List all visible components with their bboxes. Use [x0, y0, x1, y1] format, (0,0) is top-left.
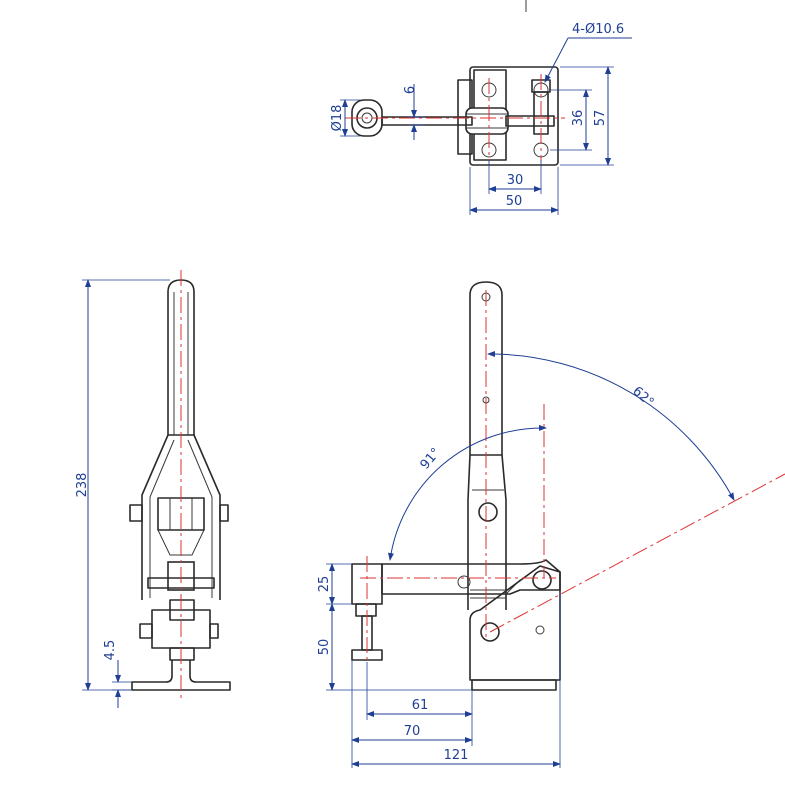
dim-handle-angle: 62° [487, 350, 735, 501]
dim-overall-length: 121 [351, 592, 561, 768]
pivot-upper [478, 502, 498, 522]
reach-61-label: 61 [412, 698, 429, 713]
spindle-upper-label: 25 [317, 576, 332, 593]
hole-spacing-horizontal-label: 30 [507, 173, 524, 188]
opening-angle-label: 91° [418, 445, 444, 472]
rod-thickness-label: 6 [403, 86, 418, 94]
dim-reach-61: 61 [366, 662, 473, 720]
dim-reach-70: 70 [351, 660, 473, 768]
dim-base-height: 57 [560, 66, 614, 166]
dim-spindle-upper: 25 [317, 563, 352, 605]
dim-washer-diameter: Ø18 [330, 99, 360, 137]
overall-length-label: 121 [444, 748, 469, 763]
dim-base-width: 50 [469, 167, 559, 215]
handle-front [469, 281, 503, 456]
dim-hole-callout: 4-Ø10.6 [544, 22, 632, 83]
hole-spacing-vertical-label: 36 [571, 110, 586, 127]
overall-height-label: 238 [75, 473, 90, 498]
base-width-label: 50 [506, 194, 523, 209]
spindle-lower-label: 50 [317, 639, 332, 656]
top-view: 4-Ø10.6 Ø18 6 36 57 [330, 0, 632, 215]
base-height-label: 57 [593, 110, 608, 127]
dim-hole-spacing-horizontal: 30 [488, 160, 542, 194]
pivot-arm [532, 570, 552, 590]
base-thickness-label: 4.5 [103, 640, 118, 661]
dim-base-thickness: 4.5 [103, 640, 132, 708]
reach-70-label: 70 [404, 724, 421, 739]
pivot-lower [480, 622, 500, 642]
dim-rod-thickness: 6 [403, 84, 425, 140]
base-plate-front [471, 679, 557, 691]
washer-diameter-label: Ø18 [330, 105, 345, 132]
front-view: 91° 62° 25 50 61 70 [317, 281, 785, 768]
spindle-nut-front [355, 603, 377, 617]
handle-grip-side [167, 279, 195, 436]
spindle-arm-top [505, 115, 555, 127]
dim-hole-spacing-vertical: 36 [550, 89, 592, 151]
dim-overall-height: 238 [75, 279, 170, 691]
clamp-body-front [469, 565, 561, 681]
hole-callout-label: 4-Ø10.6 [572, 22, 624, 37]
side-view: 238 4.5 [75, 270, 231, 708]
dim-spindle-lower: 50 [317, 603, 472, 691]
clamp-arm-front [381, 559, 561, 595]
